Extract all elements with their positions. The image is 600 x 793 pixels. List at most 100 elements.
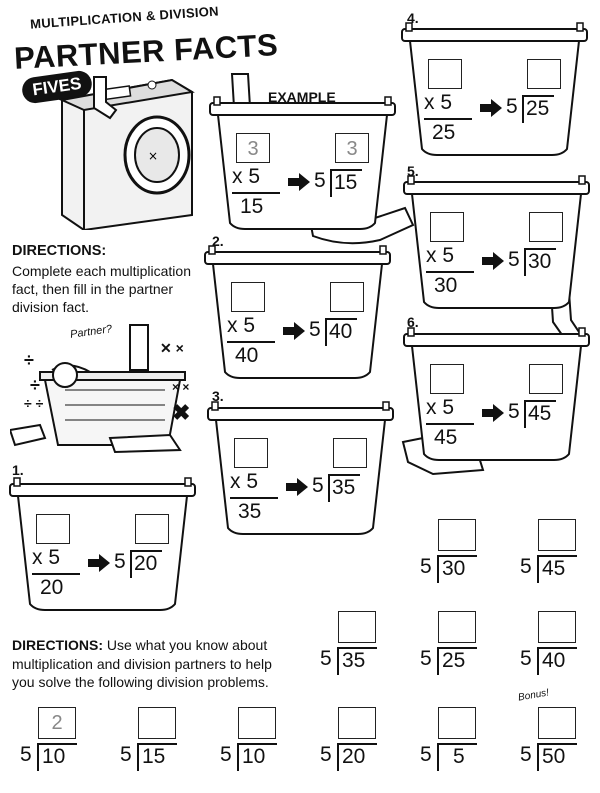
division-bracket — [337, 743, 377, 771]
division-answer-box[interactable] — [529, 212, 563, 242]
division-bracket — [522, 95, 554, 123]
dividend: 40 — [542, 649, 566, 672]
multiplication-factor: x 5 — [424, 91, 453, 114]
division-expression: 5 20 — [114, 550, 174, 578]
dividend: 5 — [453, 745, 465, 768]
dividend: 25 — [442, 649, 466, 672]
division-bracket — [437, 647, 477, 675]
multiplication-answer-box[interactable] — [234, 438, 268, 468]
multiplication-line — [232, 192, 280, 194]
quotient-answer-box[interactable] — [438, 611, 476, 643]
multiplication-answer-box[interactable] — [231, 282, 265, 312]
divisor: 5 — [520, 743, 532, 766]
division-problem: 5 15 — [120, 707, 180, 773]
dividend: 40 — [329, 320, 353, 343]
division-answer-box[interactable]: 3 — [335, 133, 369, 163]
divisor: 5 — [520, 555, 532, 578]
division-bracket — [537, 555, 577, 583]
division-bracket — [524, 248, 556, 276]
divisor: 5 — [220, 743, 232, 766]
problem-number-label: 4. — [407, 10, 419, 26]
multiplication-product: 20 — [40, 576, 64, 599]
divisor: 5 — [114, 550, 126, 573]
bonus-label: Bonus! — [517, 687, 550, 704]
quotient-answer-box[interactable]: 2 — [38, 707, 76, 739]
division-bracket — [325, 318, 357, 346]
dividend: 15 — [142, 745, 166, 768]
problem-number-label: 5. — [407, 163, 419, 179]
division-answer-box[interactable] — [330, 282, 364, 312]
times-symbol-icon: ✕ × — [160, 340, 184, 356]
multiplication-line — [230, 497, 278, 499]
divide-symbol-icon: ÷ — [24, 350, 34, 370]
division-problem: 5 50 — [520, 707, 580, 773]
divisor: 5 — [120, 743, 132, 766]
problem-number-label: 3. — [212, 388, 224, 404]
divide-symbol-icon: ÷ — [30, 375, 40, 395]
division-bracket — [437, 743, 477, 771]
right-arrow-icon — [286, 478, 308, 496]
right-arrow-icon — [288, 173, 310, 191]
dividend: 20 — [134, 552, 158, 575]
division-answer-box[interactable] — [529, 364, 563, 394]
quotient-answer-box[interactable] — [138, 707, 176, 739]
right-arrow-icon — [480, 99, 502, 117]
divisor: 5 — [320, 647, 332, 670]
directions-text-line1: Complete each multiplication — [12, 263, 191, 279]
divisor: 5 — [508, 248, 520, 271]
multiplication-product: 30 — [434, 274, 458, 297]
quotient-answer-box[interactable] — [538, 611, 576, 643]
quotient-answer-box[interactable] — [438, 707, 476, 739]
divisor: 5 — [420, 555, 432, 578]
right-arrow-icon — [482, 404, 504, 422]
quotient-answer-box[interactable] — [338, 707, 376, 739]
division-answer-box[interactable] — [135, 514, 169, 544]
multiplication-answer-box[interactable] — [430, 364, 464, 394]
division-bracket — [137, 743, 177, 771]
times-symbol-icon: ✖ — [172, 400, 191, 425]
dividend: 10 — [42, 745, 66, 768]
quotient-answer-box[interactable] — [538, 519, 576, 551]
directions2-text: Use what you know about — [103, 637, 268, 653]
dividend: 50 — [542, 745, 566, 768]
division-expression: 5 40 — [520, 647, 580, 675]
division-problem: 5 40 — [520, 611, 580, 677]
directions-text-line3: division fact. — [12, 299, 90, 315]
divisor: 5 — [520, 647, 532, 670]
multiplication-answer-box[interactable] — [430, 212, 464, 242]
multiplication-factor: x 5 — [426, 244, 455, 267]
washing-machine-icon: × — [58, 78, 195, 230]
division-bracket — [328, 474, 360, 502]
quotient-answer-box[interactable] — [238, 707, 276, 739]
multiplication-answer-box[interactable]: 3 — [236, 133, 270, 163]
quotient-answer-box[interactable] — [338, 611, 376, 643]
division-answer-box[interactable] — [333, 438, 367, 468]
dividend: 15 — [334, 171, 358, 194]
division-answer-box[interactable] — [527, 59, 561, 89]
right-arrow-icon — [482, 252, 504, 270]
multiplication-answer-box[interactable] — [428, 59, 462, 89]
quotient-answer-box[interactable] — [538, 707, 576, 739]
multiplication-line — [227, 341, 275, 343]
divide-symbol-icon: ÷ ÷ — [24, 395, 44, 411]
example-label: EXAMPLE — [268, 89, 336, 105]
quotient-answer-box[interactable] — [438, 519, 476, 551]
multiplication-answer-box[interactable] — [36, 514, 70, 544]
division-bracket — [524, 400, 556, 428]
